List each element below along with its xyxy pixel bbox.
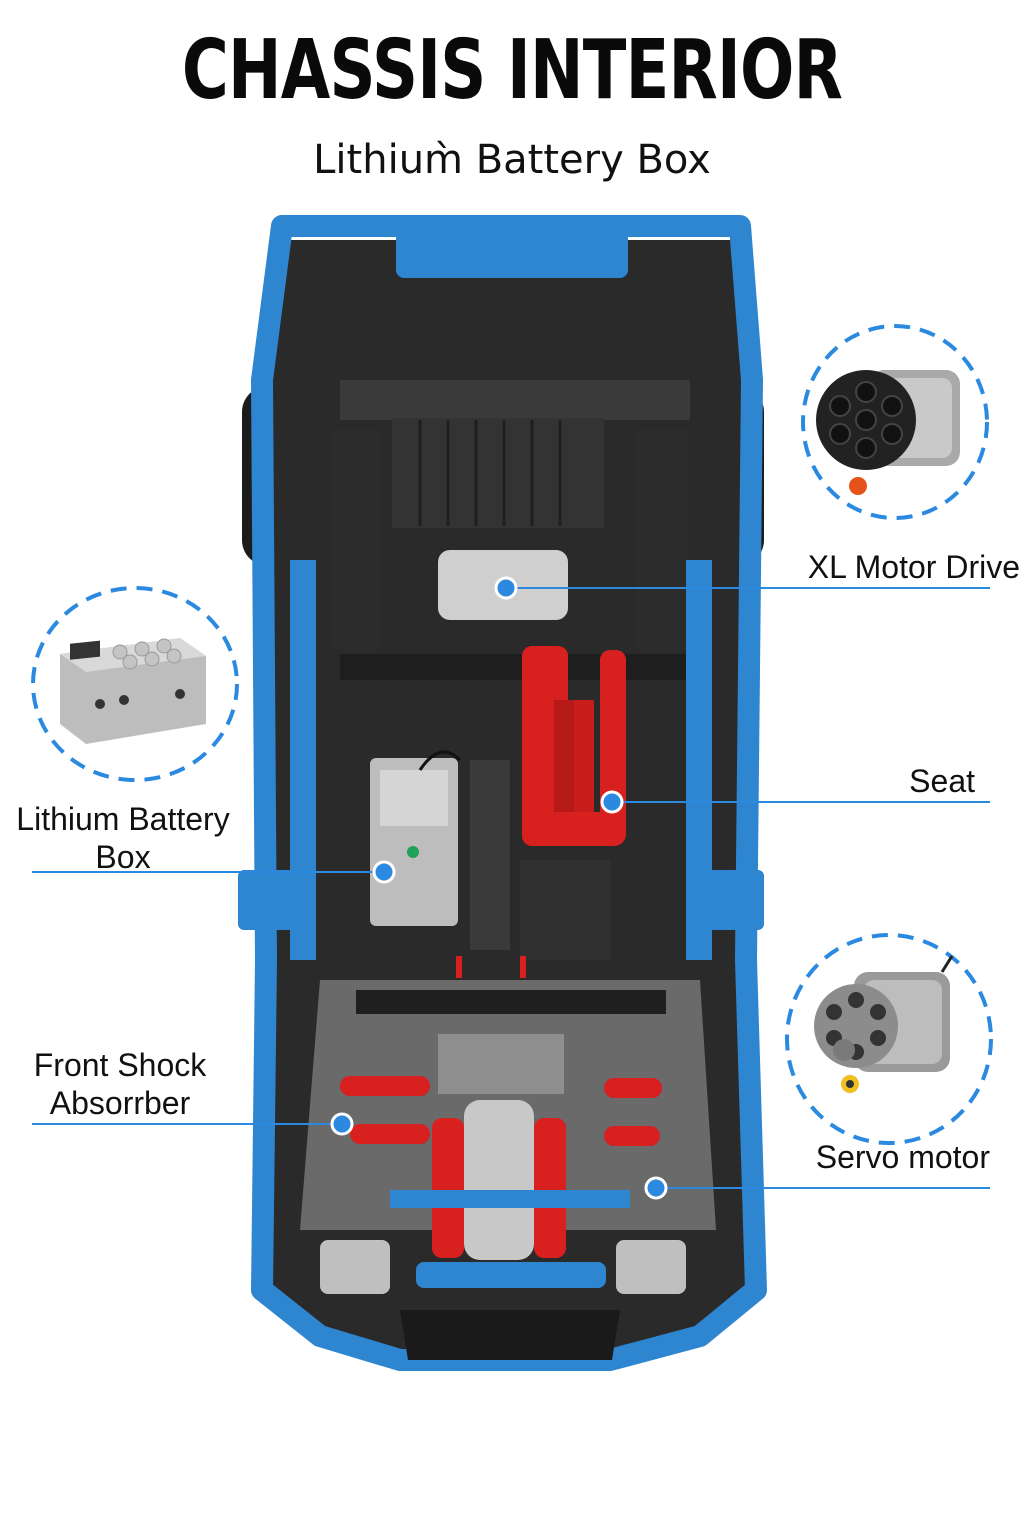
left-rear-beam [330, 430, 382, 650]
front-shock-left-top [340, 1076, 430, 1096]
rear-block [392, 418, 604, 528]
shock-label-line2: Absorrber [49, 1085, 191, 1122]
rear-blue-beam [396, 226, 628, 278]
seat-red [522, 646, 626, 846]
seat-label: Seat [909, 763, 975, 799]
xl-motor-dot [494, 576, 518, 600]
battery-label: Lithium Battery Box [0, 800, 246, 877]
rear-crossmember [340, 380, 690, 420]
servo-motor-inset [785, 933, 993, 1145]
battery-dot [372, 860, 396, 884]
battery-box-on-chassis [370, 750, 462, 926]
seat-dot [600, 790, 624, 814]
xl-motor-label: XL Motor Drive [807, 549, 1020, 585]
front-shock-right-top [604, 1078, 662, 1098]
shock-dot [330, 1112, 354, 1136]
page-title: CHASSIS INTERIOR [181, 23, 843, 118]
xl-motor-inset [801, 324, 989, 520]
shock-label: Front Shock Absorrber [0, 1046, 240, 1123]
battery-box-inset [31, 586, 239, 782]
servo-motor-icon [814, 955, 954, 1093]
servo-dot [644, 1176, 668, 1200]
battery-box-icon [60, 638, 206, 744]
servo-label: Servo motor [815, 1139, 990, 1175]
xl-motor-icon [816, 370, 960, 495]
page-subtitle: Lithium̀ Battery Box [313, 137, 711, 183]
battery-label-line2: Box [95, 839, 151, 876]
shock-label-line1: Front Shock [33, 1047, 207, 1083]
battery-label-line1: Lithium Battery [16, 801, 230, 837]
right-rear-beam [636, 430, 688, 650]
